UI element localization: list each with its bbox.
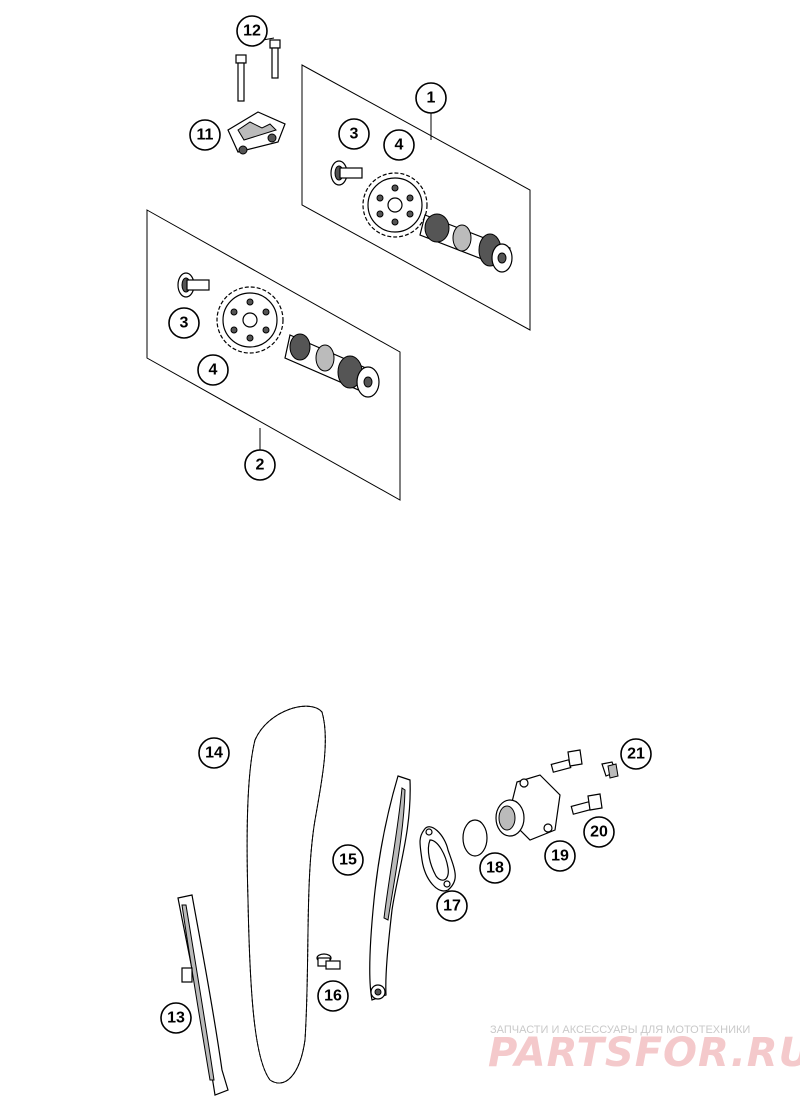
callout-20: 20 [583,816,615,848]
svg-text:19: 19 [551,848,569,865]
callout-2: 2 [244,449,276,481]
tensioner-rail-pivot-bolt [316,953,341,970]
tensioner-o-ring [462,819,488,857]
svg-text:3: 3 [350,126,359,143]
callout-3-lower: 3 [168,307,200,339]
svg-text:11: 11 [197,127,214,144]
svg-text:3: 3 [180,315,189,332]
callout-18: 18 [479,852,511,884]
callout-16: 16 [317,980,349,1012]
callout-4-lower: 4 [197,354,229,386]
svg-text:14: 14 [205,745,223,762]
group-2-camshaft-sprocket [216,286,284,354]
group-1-camshaft [419,213,513,273]
svg-text:16: 16 [324,988,342,1005]
callout-1: 1 [415,82,447,114]
svg-text:17: 17 [443,898,461,915]
svg-text:15: 15 [339,852,357,869]
camshaft-bridge [227,111,286,155]
callout-3-upper: 3 [338,118,370,150]
watermark: ЗАПЧАСТИ И АКСЕССУАРЫ ДЛЯ МОТОТЕХНИКИ PA… [488,1024,800,1076]
callout-12: 12 [236,15,268,47]
chain-guide-rail [177,894,229,1096]
svg-text:18: 18 [486,860,504,877]
callout-19: 19 [544,840,576,872]
timing-chain [246,705,326,1084]
group-2-frame [146,209,401,501]
camshaft-bridge-bolts [235,37,281,102]
chain-tensioner-rail [369,775,411,1001]
tensioner-screw-plug [601,761,619,779]
callout-14: 14 [198,737,230,769]
watermark-brand: PARTSFOR.RU [488,1030,800,1076]
watermark-tagline: ЗАПЧАСТИ И АКСЕССУАРЫ ДЛЯ МОТОТЕХНИКИ [490,1024,750,1036]
group-1-camshaft-sprocket [362,172,428,238]
group-1-frame [301,64,531,331]
group-1-thrust-washer [330,160,363,186]
group-2-thrust-washer [177,272,210,298]
svg-text:21: 21 [627,746,645,763]
chain-tensioner [495,774,561,841]
callout-15: 15 [332,844,364,876]
svg-text:4: 4 [209,362,218,379]
svg-text:13: 13 [167,1010,185,1027]
svg-text:4: 4 [395,137,404,154]
group-2-camshaft [284,333,380,398]
tensioner-gasket [419,826,456,892]
callout-4-upper: 4 [383,129,415,161]
callout-21: 21 [620,738,652,770]
svg-text:2: 2 [256,457,265,474]
callout-13: 13 [160,1002,192,1034]
svg-text:12: 12 [243,23,261,40]
svg-text:1: 1 [427,90,436,107]
tensioner-bolts [550,749,603,815]
svg-text:20: 20 [590,824,608,841]
callout-11: 11 [189,119,221,151]
callout-17: 17 [436,890,468,922]
